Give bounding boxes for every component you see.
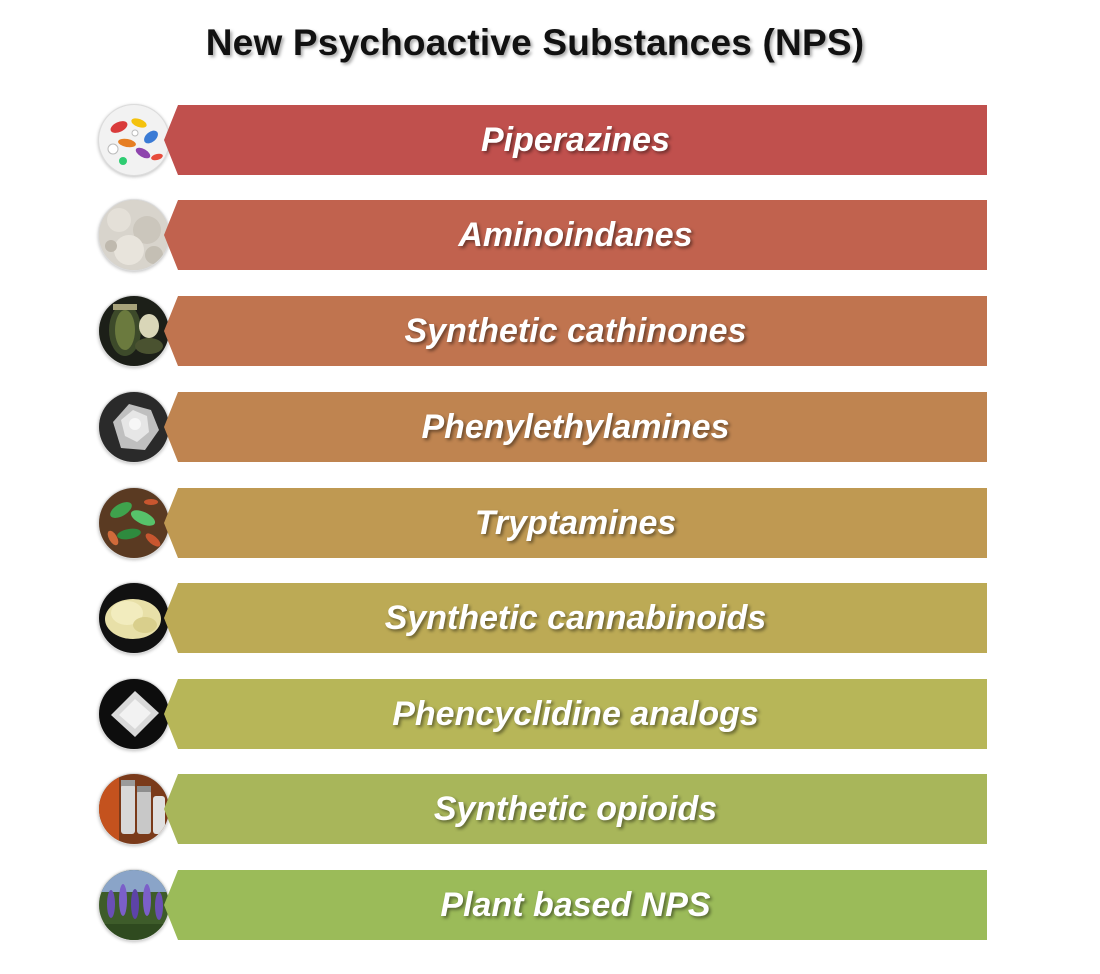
yellow-powder-icon: [98, 582, 170, 654]
category-row-piperazines: Piperazines: [98, 104, 988, 176]
category-label: Plant based NPS: [440, 886, 711, 924]
category-bar: [164, 296, 987, 366]
category-bar: [164, 679, 987, 749]
category-label: Aminoindanes: [458, 216, 693, 254]
category-label: Synthetic opioids: [433, 790, 718, 828]
pill-bottles-icon: [98, 773, 170, 845]
category-bar: [164, 583, 987, 653]
category-bar: [164, 774, 987, 844]
category-label: Phencyclidine analogs: [392, 695, 759, 733]
grey-powder-icon: [98, 199, 170, 271]
category-row-aminoindanes: Aminoindanes: [98, 199, 988, 271]
category-bar: [164, 488, 987, 558]
category-bar: [164, 392, 987, 462]
powder-bag-icon: [98, 678, 170, 750]
category-label: Piperazines: [481, 121, 670, 159]
category-row-tryptamines: Tryptamines: [98, 487, 988, 559]
page-title: New Psychoactive Substances (NPS): [205, 22, 865, 63]
category-bar: [164, 870, 987, 940]
category-row-phencyclidine-analogs: Phencyclidine analogs: [98, 678, 988, 750]
category-row-synthetic-cathinones: Synthetic cathinones: [98, 295, 988, 367]
category-row-synthetic-opioids: Synthetic opioids: [98, 773, 988, 845]
powder-in-jar-icon: [98, 295, 170, 367]
category-label: Synthetic cathinones: [404, 312, 747, 350]
category-label: Tryptamines: [474, 504, 677, 542]
category-row-plant-based-nps: Plant based NPS: [98, 869, 988, 941]
leaves-and-mushrooms-icon: [98, 487, 170, 559]
white-crystal-icon: [98, 391, 170, 463]
category-row-phenylethylamines: Phenylethylamines: [98, 391, 988, 463]
category-label: Synthetic cannabinoids: [384, 599, 767, 637]
category-bar: [164, 200, 987, 270]
category-row-synthetic-cannabinoids: Synthetic cannabinoids: [98, 582, 988, 654]
colorful-pills-icon: [98, 104, 170, 176]
purple-salvia-plant-icon: [98, 869, 170, 941]
category-bar: [164, 105, 987, 175]
category-label: Phenylethylamines: [421, 408, 730, 446]
